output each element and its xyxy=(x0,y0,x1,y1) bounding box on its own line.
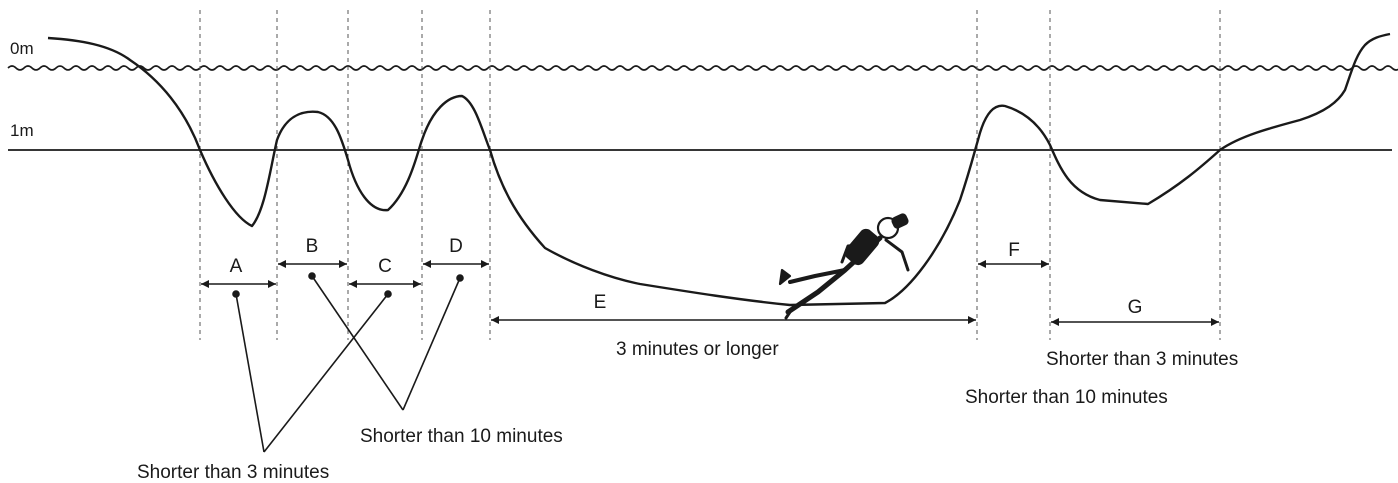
callout-lines xyxy=(232,272,464,453)
depth-label-1m: 1m xyxy=(10,121,34,140)
segment-label-c: C xyxy=(378,256,392,277)
span-c-arrow xyxy=(349,280,421,288)
segment-label-a: A xyxy=(230,256,243,277)
note-ac-duration: Shorter than 3 minutes xyxy=(137,462,329,483)
span-b-arrow xyxy=(278,260,347,268)
interval-spans xyxy=(201,260,1219,326)
span-e-arrow xyxy=(491,316,976,324)
segment-label-f: F xyxy=(1008,240,1020,261)
depth-label-0m: 0m xyxy=(10,39,34,58)
note-e-duration: 3 minutes or longer xyxy=(616,339,779,360)
span-g-arrow xyxy=(1051,318,1219,326)
water-surface-wave xyxy=(7,65,1398,71)
dive-profile-curve xyxy=(47,32,1391,307)
span-a-arrow xyxy=(201,280,276,288)
segment-label-d: D xyxy=(449,236,463,257)
interval-guides xyxy=(199,10,1221,340)
span-d-arrow xyxy=(423,260,489,268)
note-g-duration: Shorter than 3 minutes xyxy=(1046,349,1238,370)
span-f-arrow xyxy=(978,260,1049,268)
scuba-diver-icon xyxy=(778,213,910,320)
note-fg-duration: Shorter than 10 minutes xyxy=(965,387,1168,408)
segment-label-g: G xyxy=(1128,297,1143,318)
segment-label-b: B xyxy=(306,236,319,257)
note-bd-duration: Shorter than 10 minutes xyxy=(360,426,563,447)
segment-label-e: E xyxy=(594,292,607,313)
